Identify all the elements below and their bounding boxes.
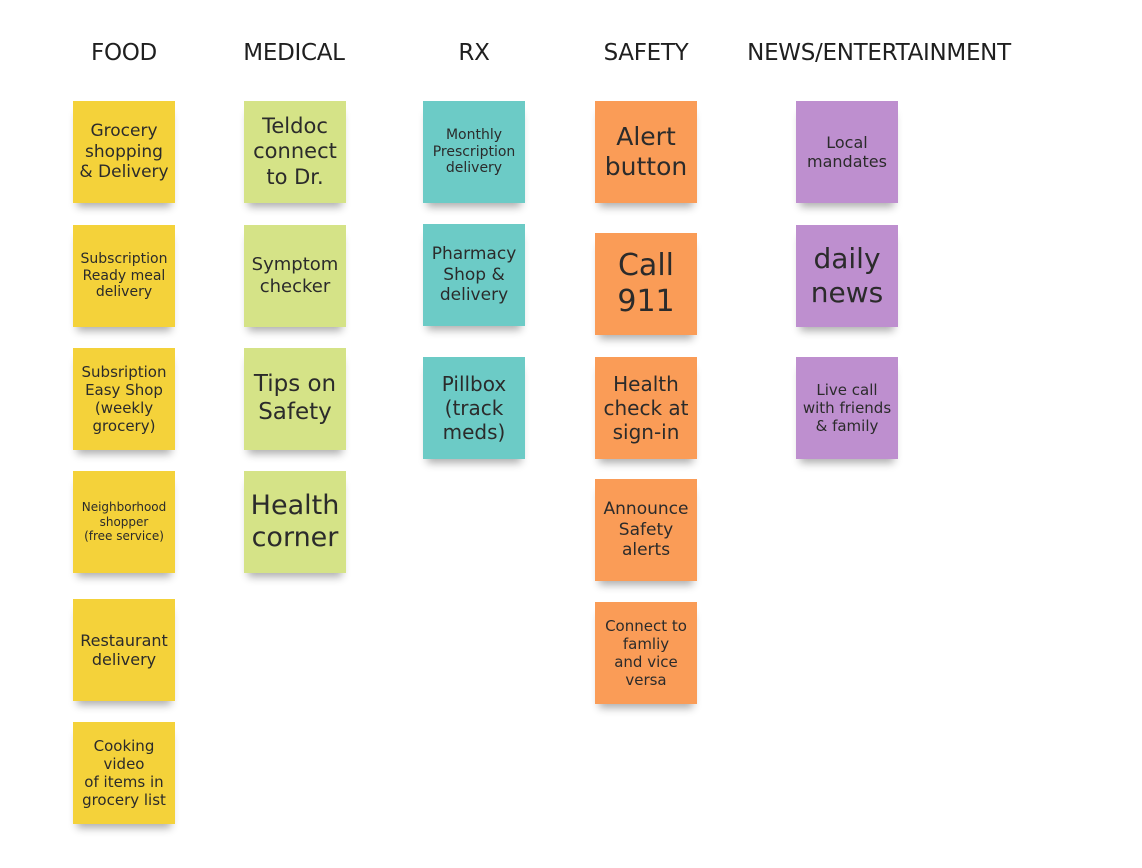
note-text: Teldoc connect to Dr. xyxy=(253,114,337,189)
note-text: Tips on Safety xyxy=(253,371,337,425)
note-text: Pillbox (track meds) xyxy=(441,372,507,444)
sticky-note-medical-tips-safety[interactable]: Tips on Safety xyxy=(244,348,346,450)
note-text: Health check at sign-in xyxy=(603,372,689,444)
column-header-medical: MEDICAL xyxy=(243,40,345,66)
sticky-note-rx-pharmacy-shop[interactable]: Pharmacy Shop & delivery xyxy=(423,224,525,326)
note-text: Restaurant delivery xyxy=(80,630,168,669)
note-text: Neighborhood shopper (free service) xyxy=(81,500,167,544)
column-header-food: FOOD xyxy=(91,40,157,66)
sticky-note-rx-monthly-prescription[interactable]: Monthly Prescription delivery xyxy=(423,101,525,203)
note-text: Subscription Ready meal delivery xyxy=(80,250,168,301)
note-text: Pharmacy Shop & delivery xyxy=(431,244,517,306)
note-text: Connect to famliy and vice versa xyxy=(605,617,687,689)
sticky-note-news-live-call[interactable]: Live call with friends & family xyxy=(796,357,898,459)
sticky-note-safety-alert-button[interactable]: Alert button xyxy=(595,101,697,203)
sticky-note-medical-symptom-checker[interactable]: Symptom checker xyxy=(244,225,346,327)
note-text: Local mandates xyxy=(807,132,887,171)
sticky-note-safety-call-911[interactable]: Call 911 xyxy=(595,233,697,335)
note-text: Alert button xyxy=(604,122,688,181)
sticky-note-rx-pillbox[interactable]: Pillbox (track meds) xyxy=(423,357,525,459)
sticky-note-medical-health-corner[interactable]: Health corner xyxy=(244,471,346,573)
sticky-note-food-easy-shop[interactable]: Subsription Easy Shop (weekly grocery) xyxy=(73,348,175,450)
sticky-note-news-daily-news[interactable]: daily news xyxy=(796,225,898,327)
note-text: Call 911 xyxy=(617,248,675,319)
column-header-news-entertainment: NEWS/ENTERTAINMENT xyxy=(747,40,1011,66)
note-text: Monthly Prescription delivery xyxy=(432,126,516,177)
sticky-note-safety-health-check[interactable]: Health check at sign-in xyxy=(595,357,697,459)
note-text: Symptom checker xyxy=(251,254,339,297)
sticky-note-medical-teldoc[interactable]: Teldoc connect to Dr. xyxy=(244,101,346,203)
note-text: Grocery shopping & Delivery xyxy=(79,121,169,183)
column-header-safety: SAFETY xyxy=(603,40,689,66)
note-text: Announce Safety alerts xyxy=(603,499,689,561)
column-header-rx: RX xyxy=(458,40,490,66)
sticky-note-food-grocery[interactable]: Grocery shopping & Delivery xyxy=(73,101,175,203)
note-text: Health corner xyxy=(250,489,340,553)
sticky-note-food-subscription-meal[interactable]: Subscription Ready meal delivery xyxy=(73,225,175,327)
note-text: daily news xyxy=(810,242,884,309)
note-text: Live call with friends & family xyxy=(802,381,892,435)
sticky-note-food-cooking-video[interactable]: Cooking video of items in grocery list xyxy=(73,722,175,824)
sticky-note-safety-announce-alerts[interactable]: Announce Safety alerts xyxy=(595,479,697,581)
note-text: Cooking video of items in grocery list xyxy=(82,737,166,809)
sticky-note-safety-connect-family[interactable]: Connect to famliy and vice versa xyxy=(595,602,697,704)
sticky-note-food-restaurant[interactable]: Restaurant delivery xyxy=(73,599,175,701)
note-text: Subsription Easy Shop (weekly grocery) xyxy=(81,363,167,435)
sticky-note-news-local-mandates[interactable]: Local mandates xyxy=(796,101,898,203)
sticky-note-food-neighborhood-shopper[interactable]: Neighborhood shopper (free service) xyxy=(73,471,175,573)
